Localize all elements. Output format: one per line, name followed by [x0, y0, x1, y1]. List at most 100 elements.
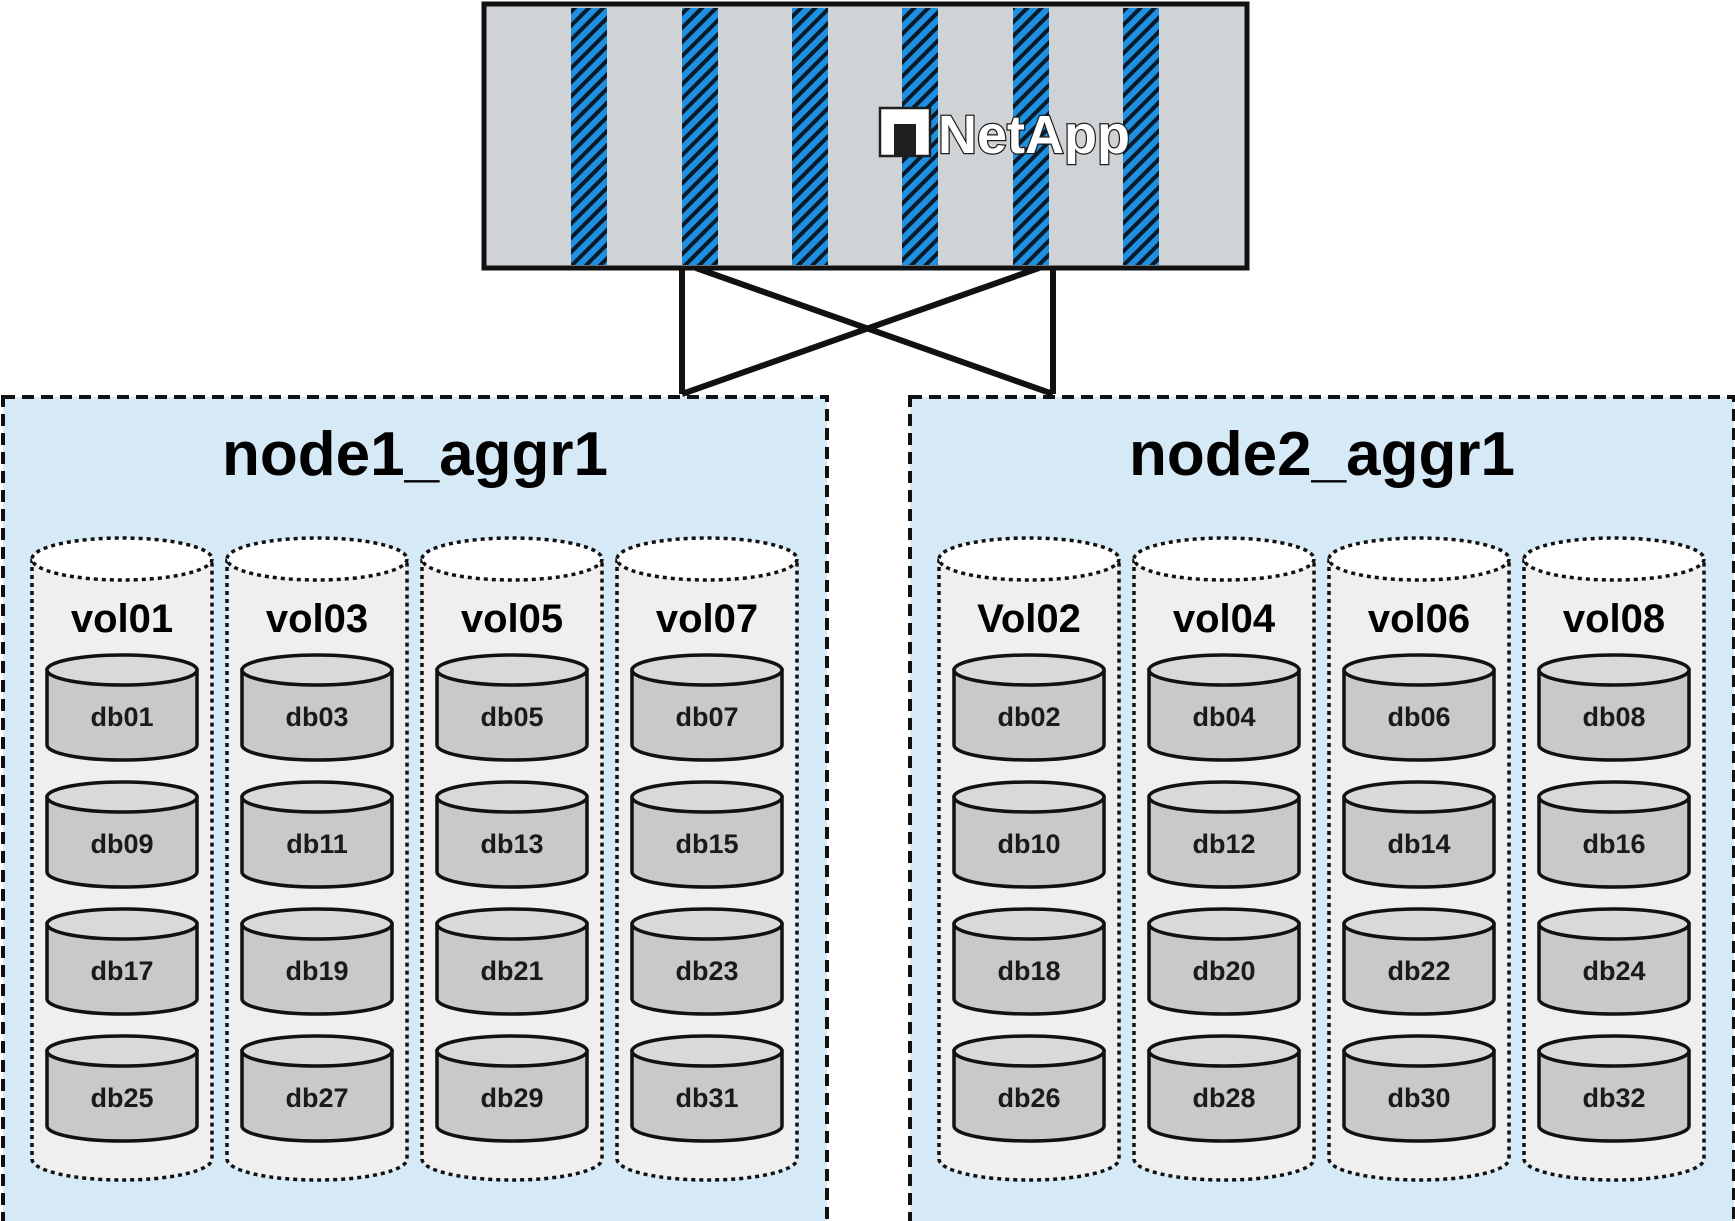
- database-cylinder: [1147, 1049, 1301, 1143]
- database-cylinder: [1537, 1049, 1691, 1143]
- database-label: db19: [285, 956, 348, 986]
- database-cylinder-top: [1147, 1034, 1301, 1068]
- database-label: db28: [1192, 1083, 1255, 1113]
- database-cylinder-top: [1342, 653, 1496, 687]
- database-cylinder: [630, 1049, 784, 1143]
- database-db01: db01: [45, 653, 199, 762]
- disk-bay: [1123, 8, 1159, 265]
- database-db08: db08: [1537, 653, 1691, 762]
- disk-bay: [1013, 8, 1049, 265]
- database-cylinder-top: [240, 780, 394, 814]
- database-cylinder-top: [1147, 780, 1301, 814]
- database-cylinder-top: [952, 1034, 1106, 1068]
- database-label: db29: [480, 1083, 543, 1113]
- database-db27: db27: [240, 1034, 394, 1143]
- database-cylinder: [1537, 668, 1691, 762]
- database-db15: db15: [630, 780, 784, 889]
- database-label: db25: [90, 1083, 153, 1113]
- database-cylinder: [435, 922, 589, 1016]
- database-db28: db28: [1147, 1034, 1301, 1143]
- database-db11: db11: [240, 780, 394, 889]
- database-db02: db02: [952, 653, 1106, 762]
- database-cylinder-top: [1537, 780, 1691, 814]
- database-label: db09: [90, 829, 153, 859]
- disk-bay: [571, 8, 607, 265]
- database-label: db27: [285, 1083, 348, 1113]
- database-db07: db07: [630, 653, 784, 762]
- database-label: db24: [1582, 956, 1645, 986]
- database-cylinder: [1537, 795, 1691, 889]
- database-label: db18: [997, 956, 1060, 986]
- database-cylinder: [1342, 922, 1496, 1016]
- database-cylinder: [45, 1049, 199, 1143]
- database-db22: db22: [1342, 907, 1496, 1016]
- database-db13: db13: [435, 780, 589, 889]
- database-label: db08: [1582, 702, 1645, 732]
- database-db20: db20: [1147, 907, 1301, 1016]
- database-cylinder-top: [45, 1034, 199, 1068]
- database-db09: db09: [45, 780, 199, 889]
- disk-bay: [682, 8, 718, 265]
- database-label: db11: [286, 829, 348, 859]
- database-db21: db21: [435, 907, 589, 1016]
- volume-vol07: vol07 db07 db15 db23 db31: [615, 536, 799, 1182]
- database-label: db15: [675, 829, 738, 859]
- database-cylinder: [630, 795, 784, 889]
- database-label: db17: [90, 956, 153, 986]
- database-cylinder-top: [240, 653, 394, 687]
- aggregate-node1_aggr1: node1_aggr1vol01db01db09db17db25vol03db0…: [1, 395, 829, 1221]
- database-cylinder: [1147, 922, 1301, 1016]
- volume-cylinder-top: [1132, 536, 1316, 582]
- database-label: db30: [1387, 1083, 1450, 1113]
- database-cylinder-top: [630, 907, 784, 941]
- database-label: db02: [997, 702, 1060, 732]
- database-cylinder-top: [240, 907, 394, 941]
- volume-label: vol07: [656, 597, 758, 641]
- database-db05: db05: [435, 653, 589, 762]
- database-label: db26: [997, 1083, 1060, 1113]
- controller-chassis: [481, 1, 1250, 271]
- database-cylinder-top: [1147, 653, 1301, 687]
- volume-cylinder-top: [1327, 536, 1511, 582]
- database-db25: db25: [45, 1034, 199, 1143]
- database-cylinder: [45, 668, 199, 762]
- netapp-brand-text: NetApp: [938, 105, 1130, 165]
- aggregates: node1_aggr1vol01db01db09db17db25vol03db0…: [1, 395, 1735, 1221]
- database-cylinder-top: [1537, 1034, 1691, 1068]
- volume-label: vol04: [1173, 597, 1276, 641]
- database-cylinder-top: [435, 780, 589, 814]
- database-db29: db29: [435, 1034, 589, 1143]
- database-db04: db04: [1147, 653, 1301, 762]
- database-label: db13: [480, 829, 543, 859]
- database-cylinder-top: [630, 780, 784, 814]
- database-cylinder: [1342, 668, 1496, 762]
- volume-cylinder-top: [937, 536, 1121, 582]
- database-cylinder: [435, 1049, 589, 1143]
- database-cylinder: [952, 1049, 1106, 1143]
- database-cylinder-top: [1342, 1034, 1496, 1068]
- volume-cylinder-top: [615, 536, 799, 582]
- database-cylinder-top: [1342, 907, 1496, 941]
- volume-cylinder-top: [1522, 536, 1706, 582]
- database-label: db05: [480, 702, 543, 732]
- database-db16: db16: [1537, 780, 1691, 889]
- volume-cylinder-top: [30, 536, 214, 582]
- database-cylinder-top: [435, 653, 589, 687]
- database-db06: db06: [1342, 653, 1496, 762]
- database-cylinder: [952, 922, 1106, 1016]
- volume-label: vol05: [461, 597, 563, 641]
- database-label: db23: [675, 956, 738, 986]
- database-label: db31: [675, 1083, 738, 1113]
- database-label: db01: [90, 702, 153, 732]
- database-cylinder-top: [1342, 780, 1496, 814]
- database-label: db16: [1582, 829, 1645, 859]
- database-label: db10: [997, 829, 1060, 859]
- database-cylinder-top: [952, 907, 1106, 941]
- database-label: db12: [1192, 829, 1255, 859]
